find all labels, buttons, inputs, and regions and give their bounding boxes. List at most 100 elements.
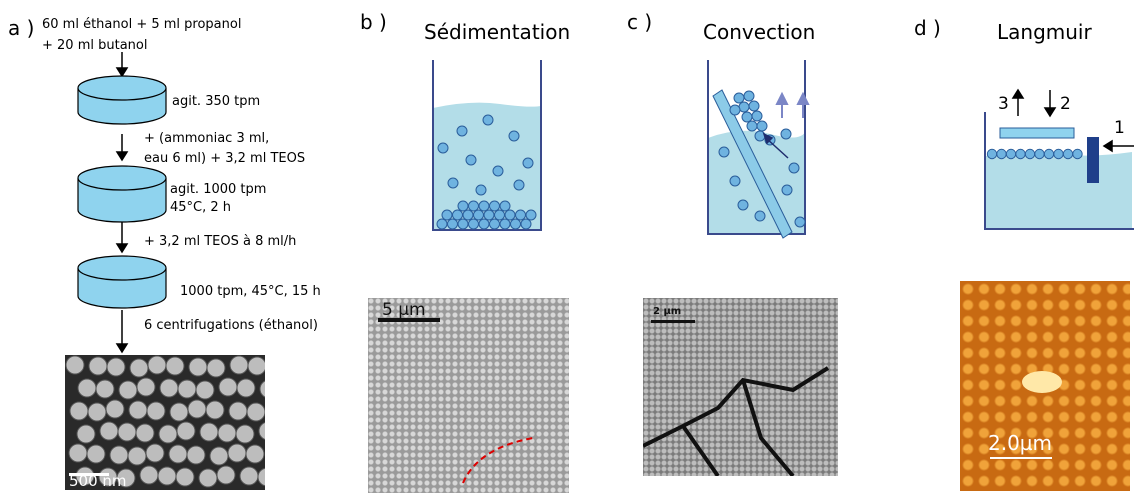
silica-sphere	[257, 467, 265, 487]
grain-boundary-line	[462, 437, 534, 484]
silica-sphere	[127, 446, 147, 466]
sediment-particle	[525, 209, 537, 221]
panel-c-label: c )	[627, 10, 653, 34]
sediment-particle	[447, 218, 458, 230]
silica-sphere	[109, 445, 129, 465]
silica-sphere	[159, 378, 179, 398]
silica-sphere	[129, 358, 149, 378]
transfer-substrate	[999, 127, 1075, 139]
sediment-particle	[441, 209, 453, 221]
reactor-cylinder-3	[77, 255, 167, 309]
panel-c-title: Convection	[703, 20, 816, 44]
silica-sphere	[105, 399, 125, 419]
silica-sphere	[157, 466, 177, 486]
silica-sphere	[205, 400, 225, 420]
langmuir-monolayer	[986, 148, 1083, 160]
silica-sphere	[217, 423, 237, 443]
langmuir-arrows	[1011, 88, 1134, 153]
step-ammonia: + (ammoniac 3 ml,	[144, 131, 270, 146]
monolayer-particle	[1024, 148, 1036, 160]
silica-sphere	[246, 402, 265, 422]
silica-sphere	[199, 422, 219, 442]
silica-sphere	[169, 402, 189, 422]
silica-sphere	[147, 355, 167, 375]
scale-bar-c	[651, 320, 695, 323]
silica-sphere	[258, 421, 265, 441]
sediment-particle	[468, 200, 479, 212]
silica-sphere	[239, 466, 259, 486]
step-water-teos: eau 6 ml) + 3,2 ml TEOS	[144, 151, 306, 166]
sediment-particle	[468, 218, 479, 230]
meniscus-arrow	[762, 132, 789, 159]
step-butanol: + 20 ml butanol	[42, 38, 148, 53]
scale-label-d: 2.0µm	[988, 431, 1053, 455]
sedimentation-particles	[437, 114, 534, 196]
langmuir-step-2: 2	[1060, 94, 1071, 114]
silica-sphere	[228, 401, 248, 421]
silica-sphere	[86, 444, 106, 464]
crack-lines	[643, 366, 830, 476]
panel-b-label: b )	[360, 10, 387, 34]
silica-sphere	[236, 378, 256, 398]
silica-sphere	[195, 380, 215, 400]
sediment-particle	[452, 209, 463, 221]
sediment-particle	[520, 218, 532, 230]
panel-d-label: d )	[914, 16, 941, 40]
sediment-particle	[504, 209, 516, 221]
sediment-particle	[510, 218, 521, 230]
silica-sphere	[247, 356, 265, 376]
silica-sphere	[95, 379, 115, 399]
silica-sphere	[209, 446, 229, 466]
silica-sphere	[135, 423, 155, 443]
reactor-cylinder-1	[77, 75, 167, 125]
monolayer-particle	[1005, 148, 1017, 160]
silica-sphere	[168, 444, 188, 464]
monolayer-particle	[996, 148, 1007, 160]
sediment-particle	[462, 209, 474, 221]
convection-particles	[718, 90, 806, 228]
silica-sphere	[165, 356, 185, 376]
monolayer-particle	[1072, 148, 1083, 160]
monolayer-particle	[1043, 148, 1055, 160]
silica-sphere	[206, 358, 226, 378]
silica-sphere	[158, 424, 178, 444]
langmuir-step-3: 3	[998, 94, 1009, 114]
convection-flow-arrows	[775, 91, 810, 118]
sediment-particle	[478, 218, 490, 230]
silica-sphere	[259, 380, 265, 398]
convection-beaker	[707, 60, 806, 239]
sediment-particle	[473, 209, 484, 221]
silica-sphere	[177, 379, 197, 399]
flow-arrows	[115, 52, 129, 354]
sediment-particle	[489, 200, 500, 212]
silica-sphere	[128, 400, 148, 420]
silica-sphere	[87, 402, 107, 422]
silica-sphere	[188, 357, 208, 377]
silica-sphere	[198, 468, 218, 488]
langmuir-trough	[984, 112, 1134, 230]
sem-micrograph-convection: 2 µm	[643, 298, 838, 476]
monolayer-particle	[1015, 148, 1026, 160]
monolayer-particle	[1053, 148, 1064, 160]
sem-micrograph-sedimentation: 5 µm	[368, 298, 569, 493]
scale-bar-b	[378, 318, 440, 322]
silica-sphere	[216, 465, 236, 485]
monolayer-particle	[1034, 148, 1045, 160]
silica-sphere	[186, 445, 206, 465]
afm-defect	[1022, 371, 1062, 393]
sediment-particle	[483, 209, 495, 221]
silica-sphere	[218, 377, 238, 397]
sediment-particle	[515, 209, 526, 221]
silica-sphere	[187, 399, 207, 419]
sediment-particle	[436, 218, 448, 230]
panel-a-label: a )	[8, 16, 35, 40]
step-agit-1000: agit. 1000 tpm	[170, 182, 267, 197]
afm-image-langmuir: 2.0µm	[960, 281, 1130, 491]
silica-sphere	[145, 443, 165, 463]
silica-sphere	[77, 378, 97, 398]
silica-sphere	[99, 421, 119, 441]
scale-label-a: 500 nm	[69, 472, 127, 490]
silica-sphere	[69, 401, 89, 421]
silica-sphere	[118, 380, 138, 400]
